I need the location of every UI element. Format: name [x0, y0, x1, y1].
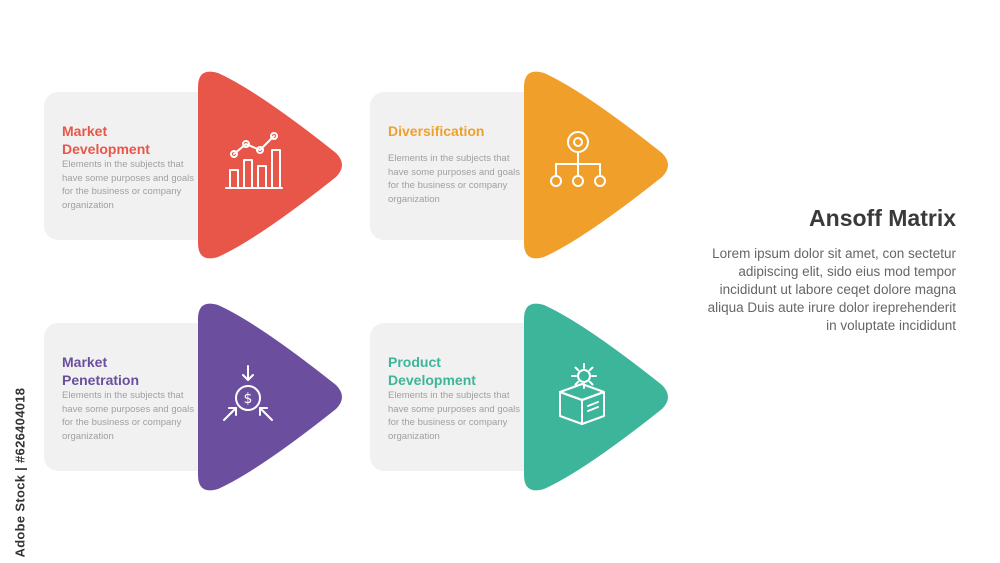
- card-description: Elements in the subjects that have some …: [62, 390, 195, 442]
- side-credit: Adobe Stock | #626404018: [12, 387, 28, 558]
- product-box-gear-icon: [550, 362, 614, 426]
- arrow-triangle-market-penetration: [198, 299, 348, 495]
- body-text: Lorem ipsum dolor sit amet, con sectetur…: [707, 246, 956, 333]
- card-description: Elements in the subjects that have some …: [62, 159, 195, 211]
- bar-chart-icon: [222, 128, 286, 192]
- money-focus-icon: $: [216, 362, 280, 426]
- hierarchy-icon: [546, 128, 610, 192]
- card-title: Market Development: [62, 123, 150, 157]
- page-title: Ansoff Matrix: [809, 205, 956, 231]
- card-title: Product Development: [388, 354, 476, 388]
- svg-text:$: $: [244, 391, 253, 407]
- card-title: Market Penetration: [62, 354, 140, 388]
- card-title: Diversification: [388, 123, 485, 139]
- card-description: Elements in the subjects that have some …: [388, 153, 521, 205]
- arrow-triangle-product-development: [524, 299, 674, 495]
- card-description: Elements in the subjects that have some …: [388, 390, 521, 442]
- arrow-triangle-market-development: [198, 67, 348, 263]
